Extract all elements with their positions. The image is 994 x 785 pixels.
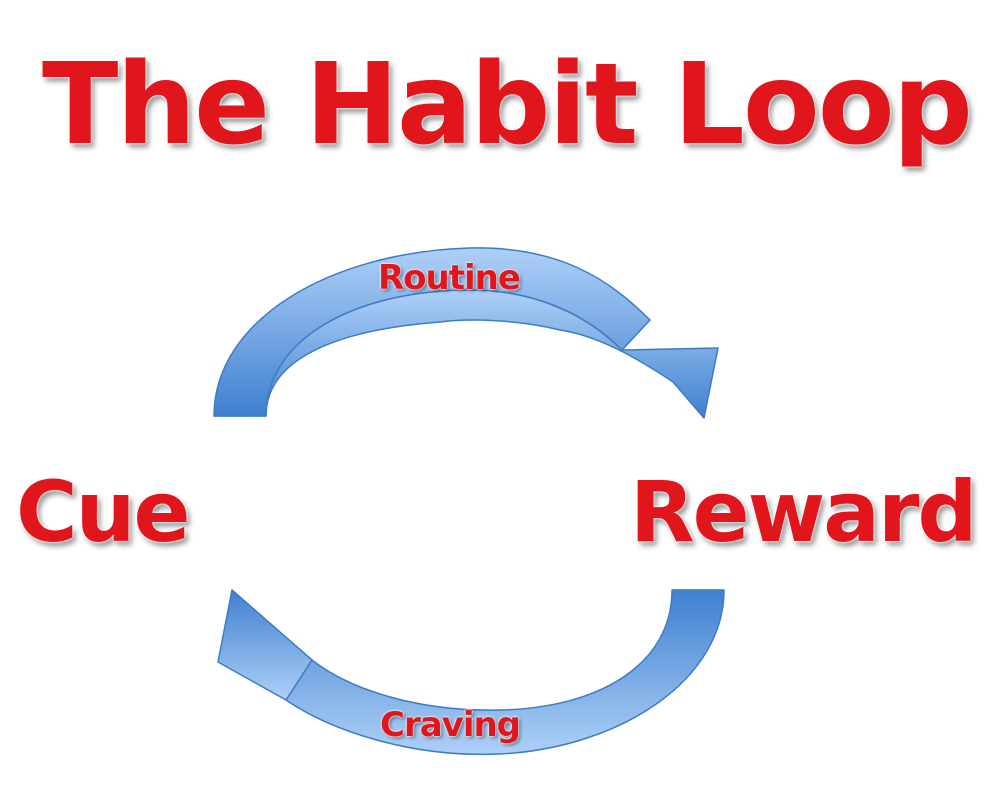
routine-arrow-body <box>213 247 651 417</box>
craving-arrowhead <box>217 589 313 701</box>
craving-arrow-body <box>285 589 725 756</box>
craving-label: Craving <box>380 705 521 745</box>
routine-label: Routine <box>378 258 521 298</box>
diagram-title: The Habit Loop <box>42 40 973 170</box>
cue-label: Cue <box>16 463 190 561</box>
reward-label: Reward <box>630 463 977 561</box>
